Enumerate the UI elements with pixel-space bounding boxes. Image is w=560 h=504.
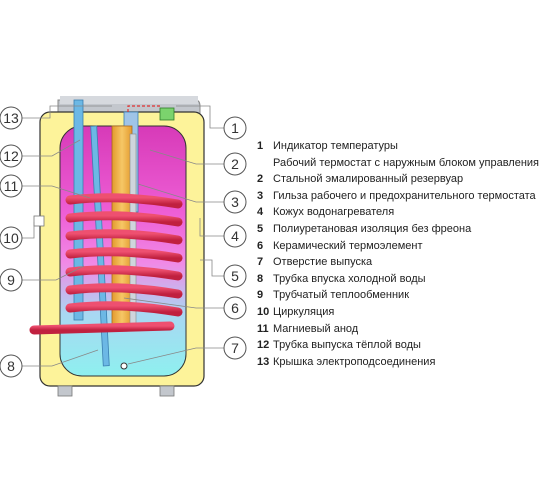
callout-number: 12 xyxy=(3,148,19,164)
legend-number: 5 xyxy=(257,222,264,235)
warm-water-outlet-pipe xyxy=(73,99,84,321)
ceramic-heating-element xyxy=(111,125,133,325)
tubular-heat-exchanger xyxy=(29,181,183,335)
callout-6: 6 xyxy=(223,296,247,320)
legend-row: Рабочий термостат с наружным блоком упра… xyxy=(257,155,557,172)
legend-row: 4 Кожух водонагревателя xyxy=(257,204,557,221)
callout-9: 9 xyxy=(0,268,23,292)
legend-number: 10 xyxy=(257,305,270,318)
callout-number: 3 xyxy=(231,194,239,210)
legend-label: Полиуретановая изоляция без фреона xyxy=(273,222,472,235)
callout-number: 5 xyxy=(231,268,239,284)
callout-circle xyxy=(223,264,247,288)
magnesium-anode xyxy=(129,133,137,325)
legend-number: 12 xyxy=(257,339,270,352)
legend-number: 13 xyxy=(257,355,270,368)
legend-row: 3 Гильза рабочего и предохранительного те… xyxy=(257,188,557,205)
callout-circle xyxy=(0,268,23,292)
legend-label: Трубка впуска холодной воды xyxy=(273,272,426,285)
callout-number: 13 xyxy=(3,110,19,126)
legend-number: 1 xyxy=(257,140,264,152)
legend-row: 6 Керамический термоэлемент xyxy=(257,238,557,255)
callout-number: 6 xyxy=(231,300,239,316)
callout-5: 5 xyxy=(223,264,247,288)
legend-label: Циркуляция xyxy=(273,305,335,318)
callout-number: 10 xyxy=(3,230,19,246)
callouts-right: 1 2 3 4 5 6 7 xyxy=(223,116,247,360)
legend-number xyxy=(257,155,273,172)
legend-label: Гильза рабочего и предохранительного тер… xyxy=(273,189,536,202)
legend-row: 1 Индикатор температуры xyxy=(257,138,557,155)
legend-number: 6 xyxy=(257,239,264,252)
legend-number: 2 xyxy=(257,173,264,186)
legend-label: Керамический термоэлемент xyxy=(273,239,423,252)
callout-number: 11 xyxy=(4,178,19,194)
callout-circle xyxy=(223,296,247,320)
legend-number: 3 xyxy=(257,189,264,202)
legend-number: 4 xyxy=(257,206,264,219)
callout-number: 7 xyxy=(231,340,239,356)
legend-row: 2 Стальной эмалированный резервуар xyxy=(257,171,557,188)
callout-circle xyxy=(0,226,23,250)
legend-number: 8 xyxy=(257,272,264,285)
callout-circle xyxy=(223,190,247,214)
callouts-left: 13 12 11 10 9 8 xyxy=(0,106,23,378)
callout-circle xyxy=(223,152,247,176)
callout-4: 4 xyxy=(223,224,247,248)
callout-3: 3 xyxy=(223,190,247,214)
legend-label: Трубка выпуска тёплой воды xyxy=(273,339,421,352)
callout-7: 7 xyxy=(223,336,247,360)
callout-2: 2 xyxy=(223,152,247,176)
legend-label: Рабочий термостат с наружным блоком упра… xyxy=(273,156,540,169)
outlet-opening xyxy=(120,362,128,370)
callout-13: 13 xyxy=(0,106,23,130)
legend-label: Магниевый анод xyxy=(273,322,359,335)
tank-foot-right xyxy=(159,385,175,397)
temperature-indicator xyxy=(159,107,175,121)
callout-circle xyxy=(0,106,23,130)
callout-number: 4 xyxy=(231,228,239,244)
callout-10: 10 xyxy=(0,226,23,250)
legend-row: 7 Отверстие выпуска xyxy=(257,254,557,271)
tank-foot-left xyxy=(57,385,73,397)
callout-number: 9 xyxy=(7,272,15,288)
legend-label: Отверстие выпуска xyxy=(273,256,373,269)
cover-top xyxy=(60,96,198,104)
thermostat-wiring xyxy=(127,105,160,112)
legend-number: 11 xyxy=(257,322,269,335)
callout-lines xyxy=(22,105,224,367)
callout-circle xyxy=(223,336,247,360)
legend-row: 11 Магниевый анод xyxy=(257,321,557,338)
callout-circle xyxy=(0,144,23,168)
legend-label: Кожух водонагревателя xyxy=(273,206,395,219)
legend-label: Крышка электроподсоединения xyxy=(273,355,436,368)
circulation-connector xyxy=(33,215,45,227)
legend-row: 5 Полиуретановая изоляция без фреона xyxy=(257,221,557,238)
legend-label: Индикатор температуры xyxy=(273,140,398,152)
callout-12: 12 xyxy=(0,144,23,168)
callout-circle xyxy=(0,174,23,198)
callout-11: 11 xyxy=(0,174,23,198)
callout-circle xyxy=(223,224,247,248)
callout-circle xyxy=(223,116,247,140)
callout-1: 1 xyxy=(223,116,247,140)
callout-number: 8 xyxy=(7,358,15,374)
callout-circle xyxy=(0,354,23,378)
legend-number: 7 xyxy=(257,256,264,269)
legend-row: 8 Трубка впуска холодной воды xyxy=(257,271,557,288)
legend-label: Стальной эмалированный резервуар xyxy=(273,173,464,186)
legend-row: 9 Трубчатый теплообменник xyxy=(257,287,557,304)
callout-8: 8 xyxy=(0,354,23,378)
legend-number: 9 xyxy=(257,289,264,302)
callout-number: 2 xyxy=(231,156,239,172)
callout-number: 1 xyxy=(231,120,239,136)
legend-label: Трубчатый теплообменник xyxy=(273,289,410,302)
